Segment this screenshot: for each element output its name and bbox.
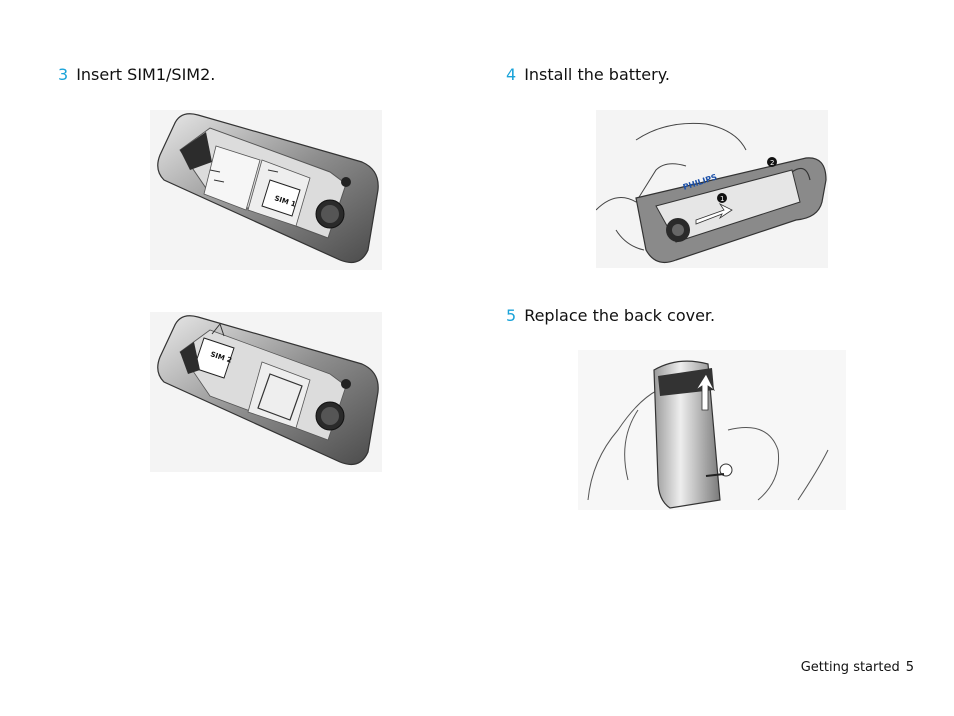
battery-install-illustration: PHILIPS 1 2: [596, 110, 828, 268]
step-text: Install the battery.: [524, 65, 670, 84]
page-number: 5: [905, 660, 914, 675]
battery-marker-2: 2: [770, 159, 774, 167]
page-footer: Getting started 5: [801, 660, 914, 675]
step-number: 3: [58, 65, 69, 84]
step-5-heading: 5 Replace the back cover.: [506, 306, 715, 326]
sim2-insert-illustration: SIM 2: [150, 312, 382, 472]
sim1-insert-illustration: SIM 1: [150, 110, 382, 270]
step-3-heading: 3 Insert SIM1/SIM2.: [58, 65, 215, 85]
step-text: Insert SIM1/SIM2.: [76, 65, 216, 84]
step-4-heading: 4 Install the battery.: [506, 65, 670, 85]
footer-section-title: Getting started: [800, 660, 900, 675]
step-text: Replace the back cover.: [524, 306, 716, 325]
back-cover-illustration: [578, 350, 846, 510]
step-number: 5: [506, 306, 517, 325]
step-number: 4: [506, 65, 517, 84]
battery-marker-1: 1: [720, 195, 724, 203]
